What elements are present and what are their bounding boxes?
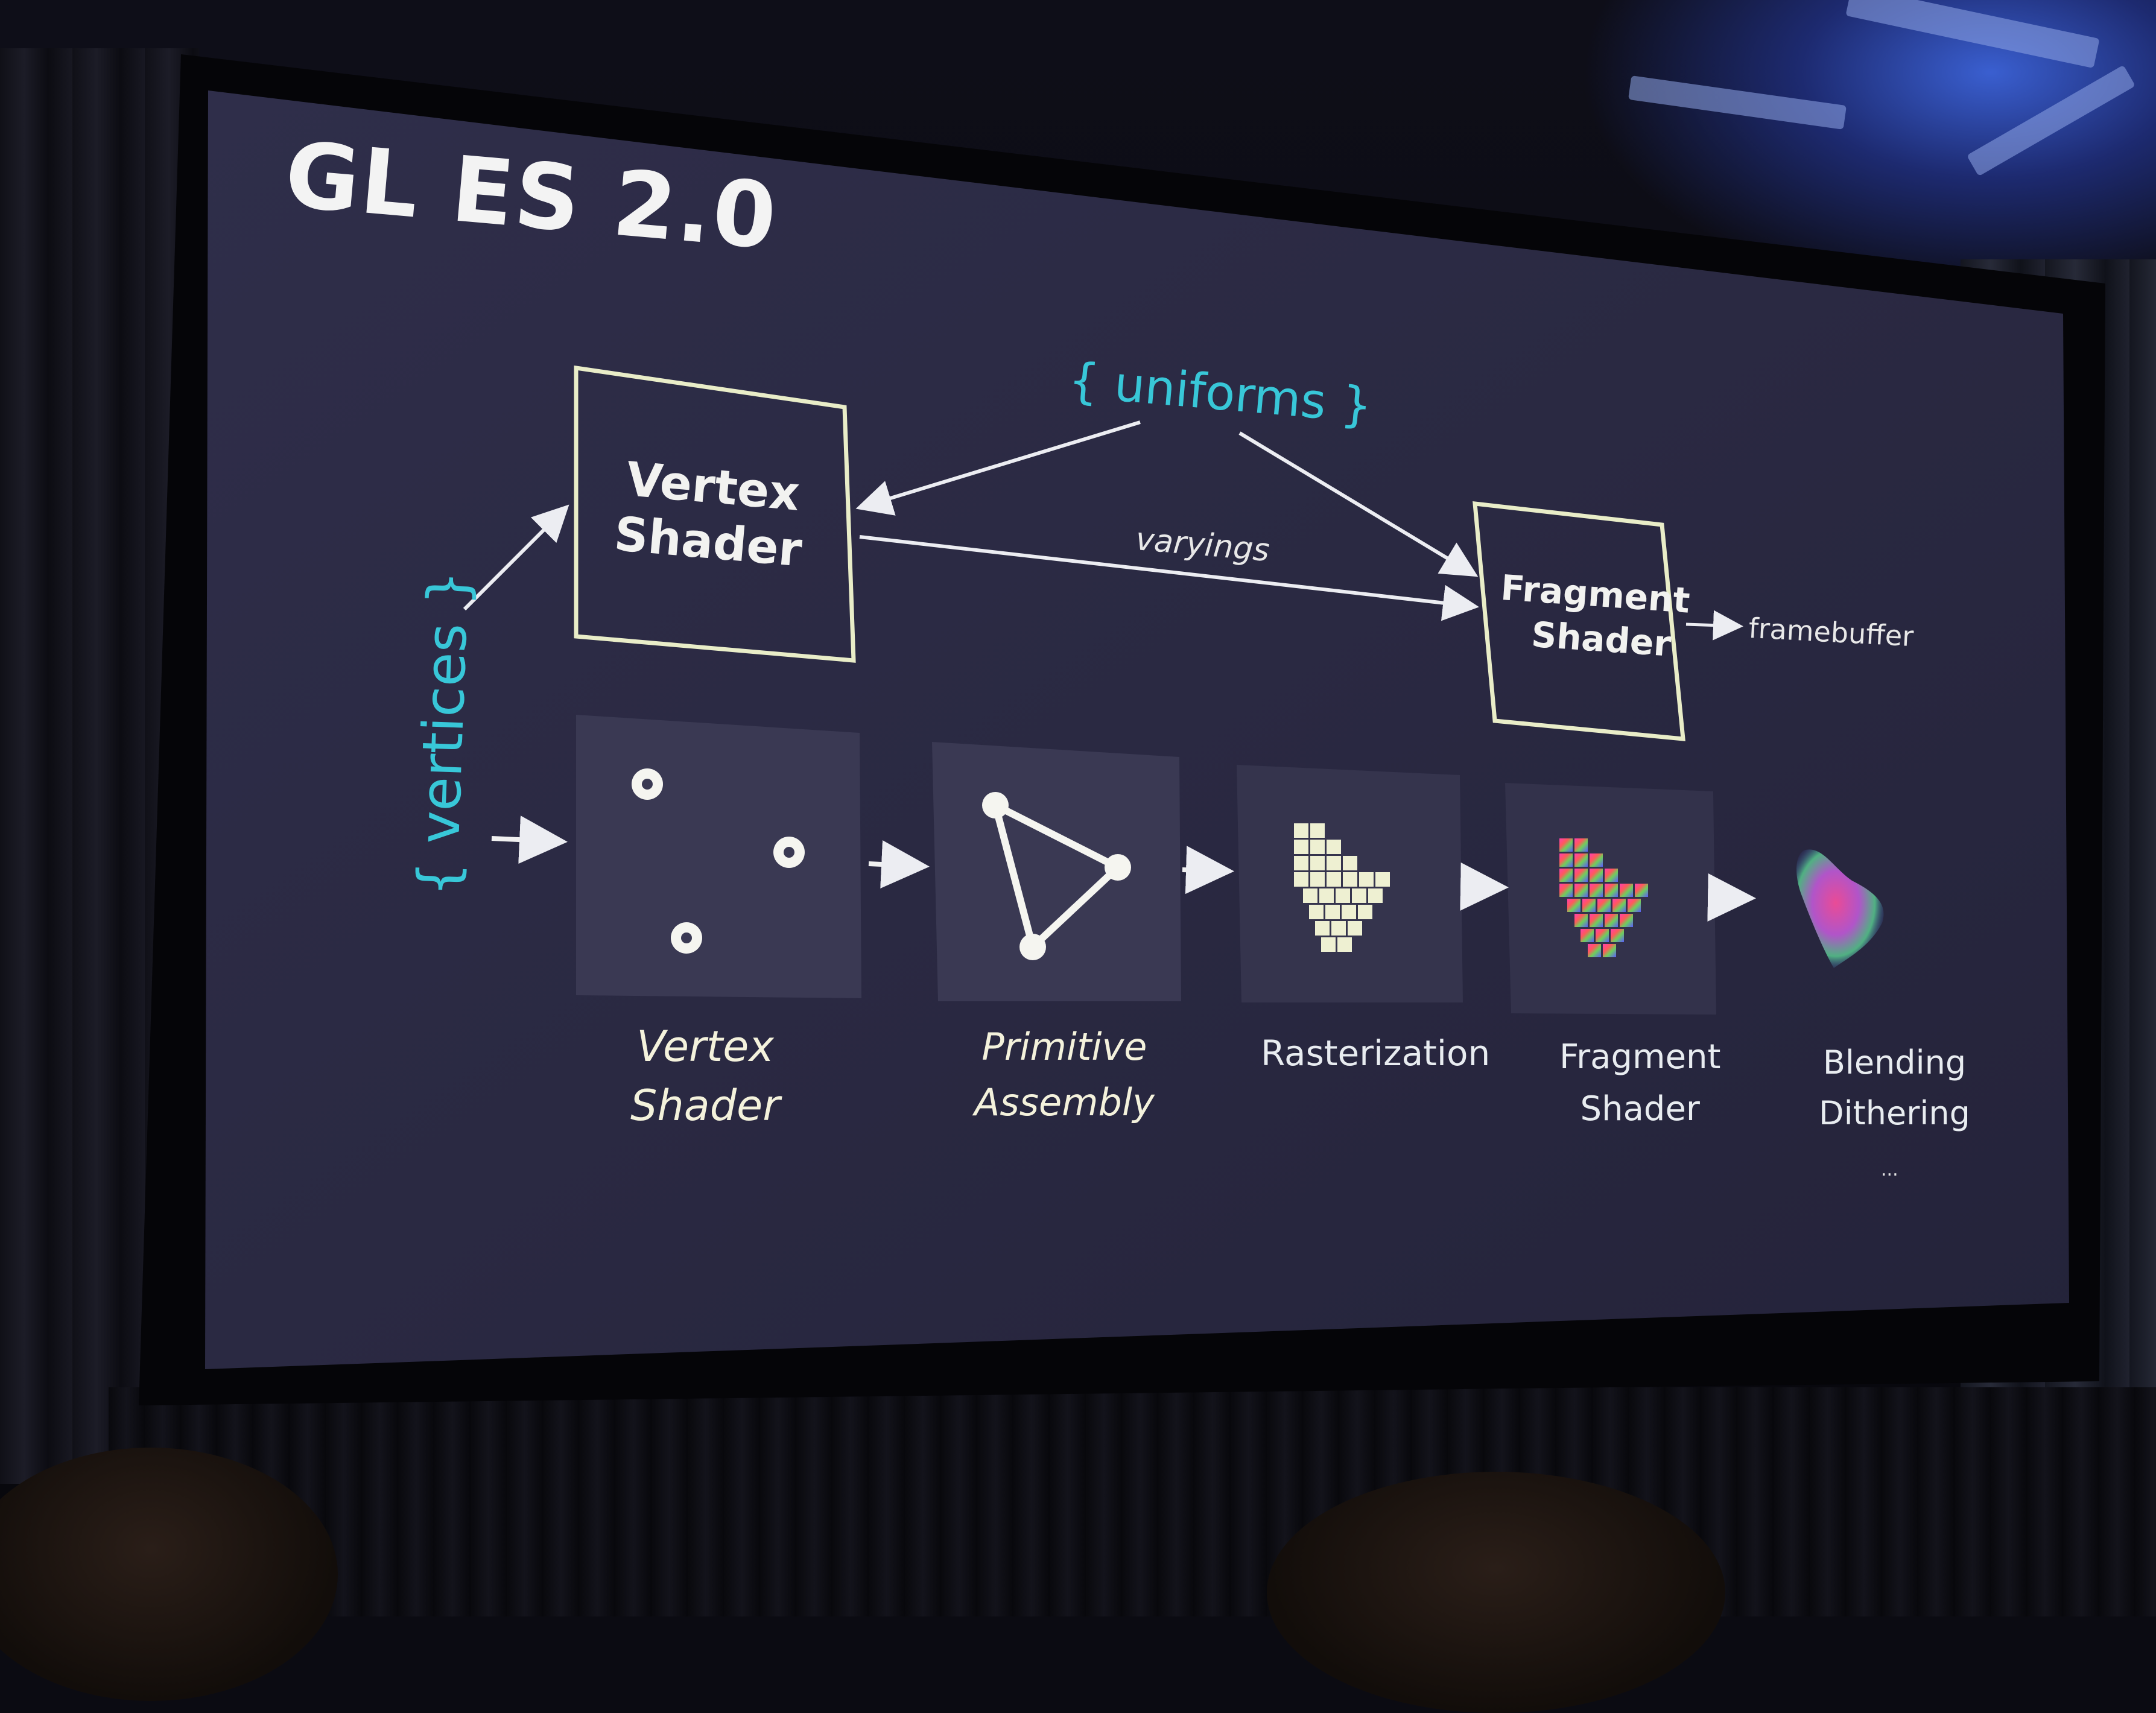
blended-output-icon — [1796, 849, 1884, 968]
stage-panel-primitive — [932, 742, 1181, 1001]
stage-panel-vertex — [576, 715, 861, 998]
fragment-shader-box-label: Fragment Shader — [1497, 567, 1692, 665]
triangle-primitive-icon — [982, 792, 1131, 960]
pipeline-arrow — [1182, 846, 1234, 894]
projection-screen — [205, 90, 2069, 1369]
stage-label-line2: Dithering — [1819, 1094, 1970, 1132]
stage-label-blending-dithering: Blending Dithering — [1819, 1046, 1970, 1130]
stage-label-line1: Primitive — [981, 1025, 1147, 1069]
vertex-points-icon — [632, 768, 805, 954]
shaded-fragments-icon — [1559, 838, 1648, 957]
pipeline-arrow — [491, 815, 568, 864]
audience-head — [1267, 1472, 1725, 1713]
stage-label-line1: Blending — [1822, 1043, 1967, 1081]
ellipsis: ... — [1881, 1159, 1898, 1180]
stage-label-line2: Assembly — [974, 1080, 1155, 1124]
stage-label-line2: Shader — [630, 1081, 780, 1130]
stage-label-fragment-shader: Fragment Shader — [1559, 1040, 1720, 1126]
pipeline-arrow — [868, 840, 930, 888]
uniforms-to-vertex-arrow — [855, 420, 1141, 516]
vertex-shader-box-label: Vertex Shader — [612, 452, 808, 577]
framebuffer-label: framebuffer — [1748, 612, 1915, 653]
vertex-shader-box — [574, 365, 856, 663]
rasterized-pixels-icon — [1294, 823, 1390, 952]
stage-label-rasterization: Rasterization — [1261, 1036, 1490, 1071]
framebuffer-arrow — [1685, 610, 1743, 641]
uniforms-to-fragment-arrow — [1238, 431, 1479, 577]
varyings-arrow — [859, 535, 1479, 621]
fragment-shader-box — [1473, 501, 1685, 741]
stage-label-line1: Fragment — [1559, 1037, 1721, 1077]
slide-surface — [205, 90, 2069, 1369]
stage-label-primitive-assembly: Primitive Assembly — [974, 1028, 1155, 1121]
vertices-to-vertex-arrow — [463, 504, 569, 611]
stage-curtain-bottom — [109, 1387, 2156, 1616]
vertices-label: { vertices } — [405, 569, 481, 898]
stage-label-line1: Vertex — [636, 1022, 774, 1071]
stage-label-vertex-shader: Vertex Shader — [630, 1025, 780, 1127]
stage-label-line1: Rasterization — [1261, 1033, 1491, 1074]
stage-label-line2: Shader — [1580, 1089, 1700, 1129]
